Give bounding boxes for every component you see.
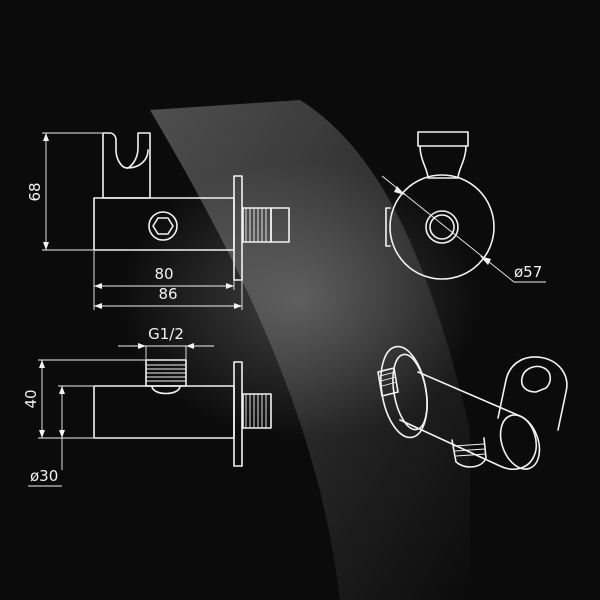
side-view bbox=[381, 131, 546, 283]
dim-g12: G1/2 bbox=[148, 325, 184, 343]
front-view bbox=[42, 132, 290, 310]
dim-d57: ø57 bbox=[514, 263, 542, 281]
isometric-view bbox=[377, 345, 568, 470]
dim-68: 68 bbox=[26, 182, 44, 201]
dim-86: 86 bbox=[158, 285, 177, 303]
bottom-view bbox=[28, 343, 272, 487]
dim-40: 40 bbox=[22, 389, 40, 408]
dim-d30: ø30 bbox=[30, 467, 58, 485]
dim-80: 80 bbox=[154, 265, 173, 283]
